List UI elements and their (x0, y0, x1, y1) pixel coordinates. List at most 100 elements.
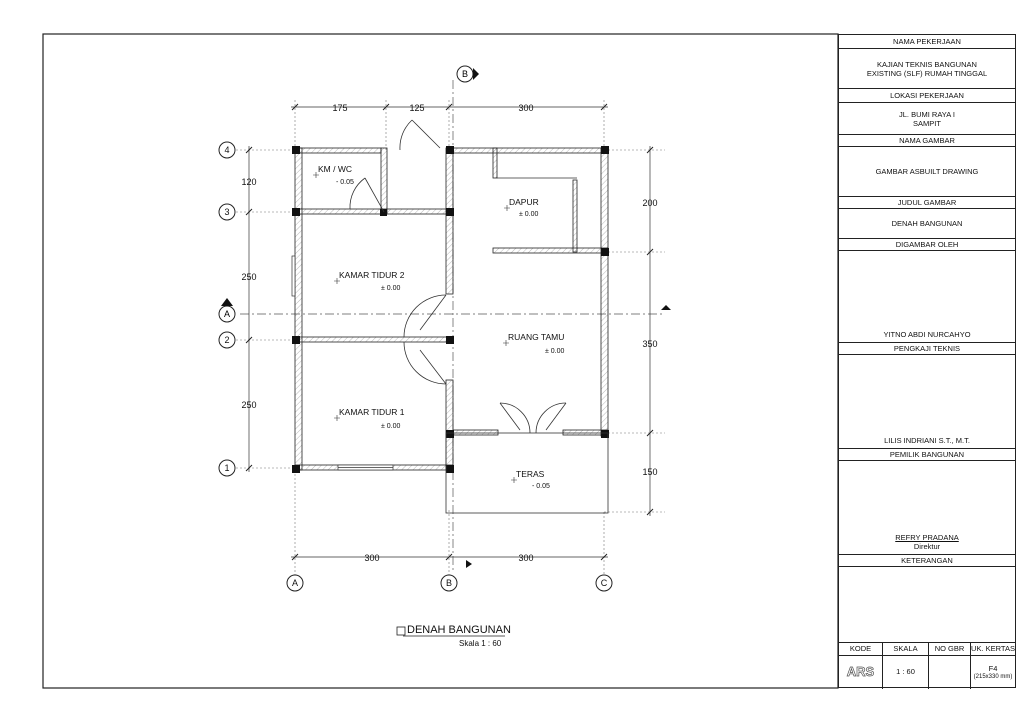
tb-judul-text: DENAH BANGUNAN (891, 219, 963, 228)
drawing-title-marker (396, 626, 406, 636)
tb-ukkertas-header: UK. KERTAS (971, 644, 1015, 653)
tb-nama-pekerjaan: KAJIAN TEKNIS BANGUNAN EXISTING (SLF) RU… (839, 49, 1015, 89)
dim-top-2: 125 (409, 103, 424, 113)
room-dapur-name: DAPUR (509, 197, 539, 207)
tb-ukkertas-cell: UK. KERTAS F4 (215x330 mm) (971, 643, 1015, 689)
grid-label-1: 1 (224, 463, 229, 473)
grid-label-2: 2 (224, 335, 229, 345)
section-arrow-b-bottom (466, 560, 472, 568)
tb-nama-gambar: GAMBAR ASBUILT DRAWING (839, 147, 1015, 197)
tb-pemilik: REFRY PRADANA Direktur (839, 461, 1015, 555)
grid-label-3: 3 (224, 207, 229, 217)
room-ruangtamu-level: ± 0.00 (545, 348, 565, 355)
section-marker-b: B (456, 65, 479, 83)
grid-bubble-4 (218, 141, 236, 159)
tb-lokasi: JL. BUMI RAYA I SAMPIT (839, 103, 1015, 135)
tb-ukkertas-value: F4 (988, 664, 998, 673)
room-teras-level: - 0.05 (532, 483, 550, 490)
walls (294, 147, 609, 471)
doors (349, 119, 567, 434)
dimension-ticks (245, 103, 654, 561)
tb-digambar-text: YITNO ABDI NURCAHYO (883, 330, 971, 339)
tb-pengkaji-text: LILIS INDRIANI S.T., M.T. (884, 436, 970, 445)
level-markers (313, 172, 517, 483)
tb-judul-header-text: JUDUL GAMBAR (897, 198, 957, 207)
tb-nama-gambar-text: GAMBAR ASBUILT DRAWING (875, 167, 979, 176)
grid-bubble-3 (218, 203, 236, 221)
tb-nama-pekerjaan-line1: KAJIAN TEKNIS BANGUNAN (877, 59, 977, 69)
tb-pemilik-header: PEMILIK BANGUNAN (839, 449, 1015, 461)
room-ruangtamu-name: RUANG TAMU (508, 332, 564, 342)
grid-label-col-a: A (292, 578, 298, 588)
room-dapur-level: ± 0.00 (519, 211, 539, 218)
tb-footer: KODE ARS SKALA 1 : 60 NO GBR UK. KERTAS … (839, 643, 1015, 689)
tb-keterangan (839, 567, 1015, 643)
tb-nogbr-value (929, 655, 970, 689)
dim-right-2: 350 (642, 339, 657, 349)
grid-label-4: 4 (224, 145, 229, 155)
columns (292, 146, 609, 473)
room-kmwc-name: KM / WC (318, 164, 352, 174)
dim-right-3: 150 (642, 467, 657, 477)
room-kamar2-name: KAMAR TIDUR 2 (339, 270, 405, 280)
section-marker-a: A (218, 298, 236, 323)
dim-left-2: 250 (241, 272, 256, 282)
tb-digambar-header: DIGAMBAR OLEH (839, 239, 1015, 251)
tb-judul-header: JUDUL GAMBAR (839, 197, 1015, 209)
tb-pemilik-role: Direktur (913, 542, 941, 551)
drawing-scale: Skala 1 : 60 (459, 639, 502, 648)
tb-ukkertas-size: (215x330 mm) (973, 674, 1013, 680)
windows (291, 255, 394, 471)
tb-nama-pekerjaan-header: NAMA PEKERJAAN (839, 35, 1015, 49)
dim-right-1: 200 (642, 198, 657, 208)
tb-pengkaji-header-text: PENGKAJI TEKNIS (893, 344, 961, 353)
tb-lokasi-header-text: LOKASI PEKERJAAN (890, 91, 964, 100)
section-label-b: B (462, 69, 468, 79)
title-block: NAMA PEKERJAAN KAJIAN TEKNIS BANGUNAN EX… (838, 34, 1016, 689)
tb-pemilik-header-text: PEMILIK BANGUNAN (889, 450, 965, 459)
dim-bottom-2: 300 (518, 553, 533, 563)
drawing-title: DENAH BANGUNAN (407, 624, 511, 636)
tb-kode-value: ARS (846, 664, 875, 680)
dim-bottom-1: 300 (364, 553, 379, 563)
tb-nogbr-header: NO GBR (934, 644, 965, 653)
grid-row-bubbles (218, 141, 236, 477)
tb-skala-header: SKALA (893, 644, 918, 653)
tb-kode-cell: KODE ARS (839, 643, 883, 689)
section-label-a: A (224, 309, 230, 319)
tb-nama-pekerjaan-line2: EXISTING (SLF) RUMAH TINGGAL (866, 68, 988, 78)
tb-kode-header: KODE (849, 644, 872, 653)
tb-skala-cell: SKALA 1 : 60 (883, 643, 929, 689)
tb-lokasi-line1: JL. BUMI RAYA I (899, 109, 955, 119)
section-arrow-a-right (661, 305, 671, 310)
dim-top-1: 175 (332, 103, 347, 113)
teras-outline (445, 432, 609, 514)
tb-nogbr-cell: NO GBR (929, 643, 971, 689)
tb-pengkaji-header: PENGKAJI TEKNIS (839, 343, 1015, 355)
tb-judul: DENAH BANGUNAN (839, 209, 1015, 239)
tb-digambar: YITNO ABDI NURCAHYO (839, 251, 1015, 343)
tb-pengkaji: LILIS INDRIANI S.T., M.T. (839, 355, 1015, 449)
dim-left-1: 120 (241, 177, 256, 187)
grid-label-col-b: B (446, 578, 452, 588)
tb-keterangan-header: KETERANGAN (839, 555, 1015, 567)
tb-nama-gambar-header: NAMA GAMBAR (839, 135, 1015, 147)
dim-top-3: 300 (518, 103, 533, 113)
tb-skala-value: 1 : 60 (896, 667, 915, 676)
tb-lokasi-line2: SAMPIT (913, 118, 941, 128)
tb-lokasi-header: LOKASI PEKERJAAN (839, 89, 1015, 103)
grid-label-col-c: C (601, 578, 608, 588)
grid-col-bubbles (286, 574, 613, 592)
tb-nama-pekerjaan-header-text: NAMA PEKERJAAN (893, 37, 961, 46)
dim-left-3: 250 (241, 400, 256, 410)
tb-digambar-header-text: DIGAMBAR OLEH (895, 240, 959, 249)
room-kmwc-level: - 0.05 (336, 179, 354, 186)
drawing-frame (42, 33, 839, 689)
room-kamar2-level: ± 0.00 (381, 285, 401, 292)
grid-bubble-2 (218, 331, 236, 349)
room-kamar1-name: KAMAR TIDUR 1 (339, 407, 405, 417)
extension-lines (236, 100, 665, 578)
grid-bubble-1 (218, 459, 236, 477)
tb-nama-gambar-header-text: NAMA GAMBAR (899, 136, 955, 145)
